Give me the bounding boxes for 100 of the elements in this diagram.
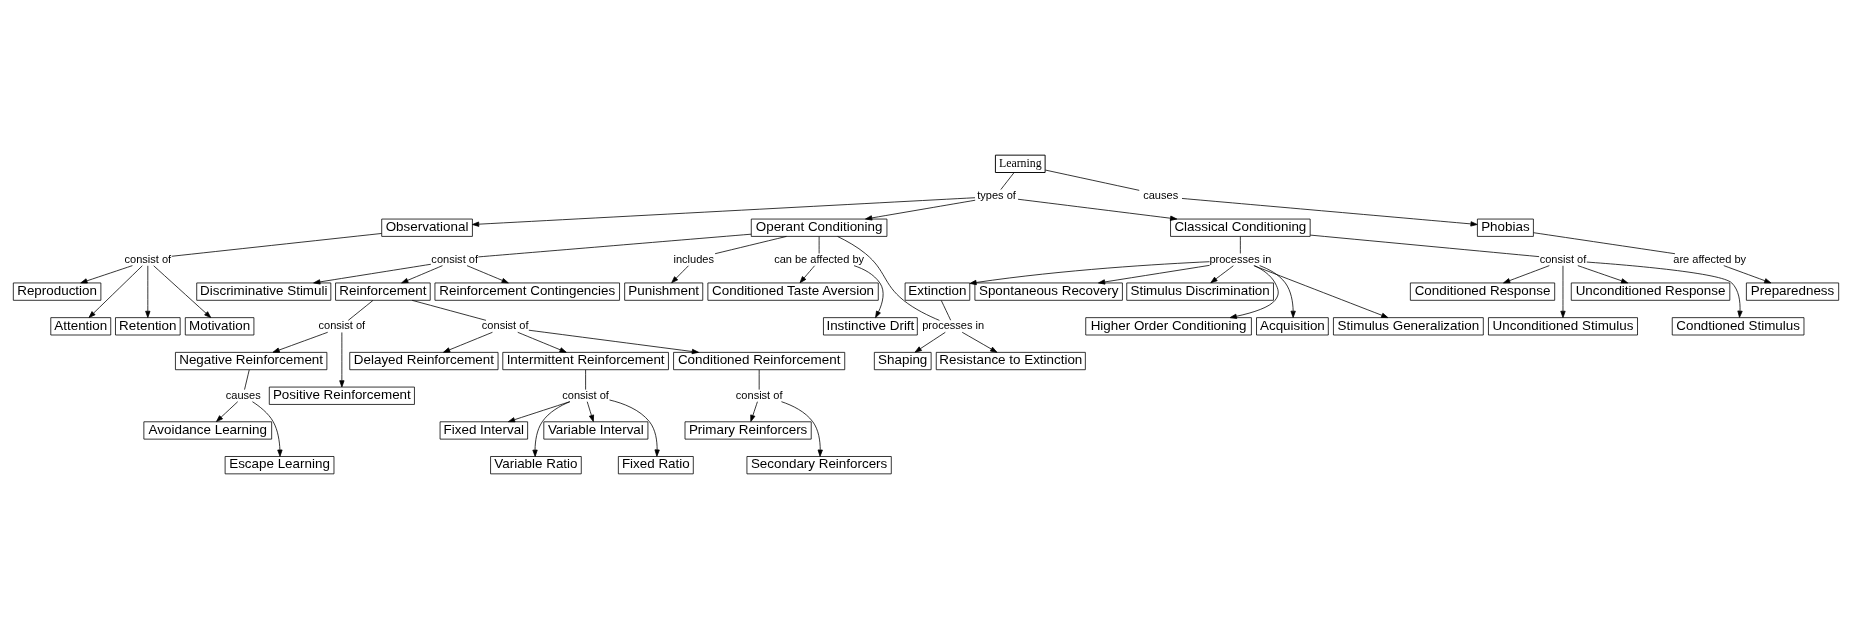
- arrow: [799, 265, 815, 284]
- connector: [818, 236, 820, 254]
- node-box: Motivation: [184, 317, 255, 336]
- arrow: [914, 331, 946, 353]
- connector: [1044, 169, 1140, 191]
- node-box: Fixed Ratio: [617, 456, 694, 475]
- node-box: Escape Learning: [224, 456, 335, 475]
- arrow: [216, 401, 239, 422]
- node-box: Stimulus Discrimination: [1126, 282, 1274, 301]
- node-text: consist of: [1539, 252, 1587, 265]
- node-box: Unconditioned Stimulus: [1488, 317, 1638, 336]
- node-box: Fixed Interval: [439, 421, 529, 440]
- arrow: [472, 197, 976, 227]
- node-box: Conditioned Reinforcement: [673, 351, 846, 371]
- node-box: Reinforcement Contingencies: [434, 282, 620, 301]
- node-box: Conditioned Taste Aversion: [707, 282, 879, 301]
- arrow: [586, 401, 594, 422]
- node-box: Conditioned Response: [1409, 282, 1556, 301]
- arrow: [272, 331, 329, 353]
- arrow: [1577, 265, 1629, 284]
- arrow: [609, 399, 660, 457]
- node-box: Preparedness: [1746, 282, 1840, 301]
- node-box: Spontaneous Recovery: [974, 282, 1123, 301]
- node-text: causes: [1143, 188, 1179, 201]
- arrow: [1586, 261, 1743, 318]
- node-text: consist of: [431, 252, 478, 265]
- node-box: Observational: [381, 218, 473, 237]
- node-box: Instinctive Drift: [823, 317, 918, 336]
- connector: [1309, 234, 1540, 258]
- arrow: [1210, 265, 1234, 284]
- node-box: Operant Conditioning: [750, 218, 888, 237]
- connector: [411, 299, 487, 321]
- connector: [585, 369, 586, 390]
- arrow: [528, 329, 699, 355]
- node-box: Negative Reinforcement: [175, 351, 328, 371]
- arrow: [1098, 264, 1210, 285]
- arrow: [1259, 265, 1296, 318]
- arrow: [517, 331, 567, 353]
- node-text: are affected by: [1673, 252, 1747, 265]
- node-box: Attention: [50, 317, 112, 336]
- node-box: Variable Interval: [543, 421, 649, 440]
- node-box: Delayed Reinforcement: [349, 351, 499, 371]
- arrow: [1229, 265, 1279, 319]
- arrow: [750, 401, 758, 422]
- node-box: Reproduction: [12, 282, 102, 301]
- arrow: [507, 401, 571, 423]
- arrow: [1503, 265, 1550, 284]
- node-text: includes: [673, 252, 714, 265]
- node-text: consist of: [562, 388, 609, 401]
- arrow: [252, 401, 283, 457]
- connector: [244, 369, 250, 390]
- arrow: [532, 401, 571, 457]
- arrow: [153, 265, 212, 318]
- arrow: [1723, 265, 1772, 284]
- node-box: Positive Reinforcement: [268, 386, 415, 405]
- arrow: [1560, 265, 1566, 318]
- node-box: Acquisition: [1256, 317, 1329, 336]
- node-box: Classical Conditioning: [1170, 218, 1311, 237]
- node-box: Shaping: [873, 351, 932, 371]
- node-box: Reinforcement: [335, 282, 431, 301]
- connector: [1000, 172, 1015, 190]
- arrow: [443, 331, 493, 353]
- node-box: Primary Reinforcers: [684, 421, 812, 440]
- node-box: Discriminative Stimuli: [196, 282, 332, 301]
- node-box: Learning: [994, 154, 1046, 173]
- arrow: [1017, 198, 1178, 221]
- node-box: Stimulus Generalization: [1333, 317, 1484, 336]
- connector: [1533, 232, 1676, 255]
- arrow: [145, 265, 151, 318]
- arrow: [88, 265, 143, 318]
- node-box: Resistance to Extinction: [935, 351, 1086, 371]
- node-box: Retention: [115, 317, 181, 336]
- arrow: [781, 401, 823, 457]
- node-box: Higher Order Conditioning: [1085, 317, 1252, 336]
- connector: [171, 233, 382, 257]
- arrow: [671, 265, 689, 284]
- arrow: [865, 199, 976, 221]
- node-text: processes in: [1209, 252, 1272, 265]
- connector: [347, 300, 374, 321]
- connector: [714, 236, 787, 255]
- connector: [478, 233, 752, 258]
- node-text: processes in: [922, 319, 985, 332]
- node-box: Unconditioned Response: [1570, 282, 1731, 301]
- node-box: Intermittent Reinforcement: [502, 351, 669, 371]
- arrow: [80, 265, 133, 284]
- node-text: can be affected by: [774, 252, 865, 265]
- node-text: consist of: [124, 252, 172, 265]
- node-box: Condtioned Stimulus: [1671, 317, 1805, 336]
- node-text: consist of: [735, 388, 783, 401]
- connector: [758, 369, 760, 390]
- arrow: [961, 331, 998, 353]
- arrow: [466, 265, 509, 284]
- node-text: consist of: [318, 319, 366, 332]
- node-box: Secondary Reinforcers: [746, 456, 892, 475]
- arrow: [401, 265, 443, 284]
- node-text: consist of: [481, 319, 529, 332]
- node-box: Variable Ratio: [490, 456, 582, 475]
- arrow: [853, 265, 884, 318]
- connector: [837, 236, 940, 321]
- arrow: [313, 263, 432, 285]
